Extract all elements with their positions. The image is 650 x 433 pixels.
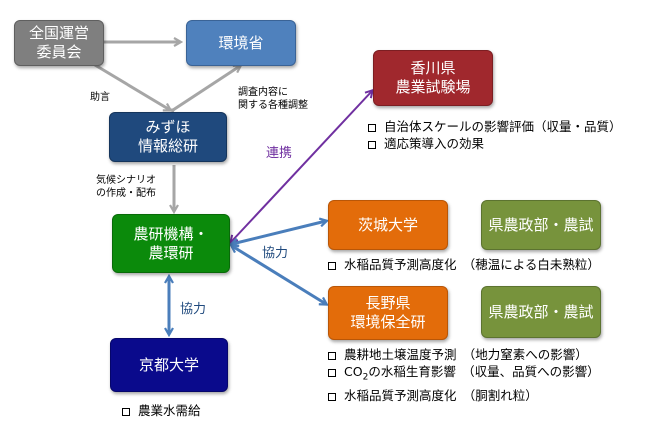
node-noken-line2: 農環研: [148, 243, 194, 262]
connector-zenkoku-mizuho: [89, 60, 170, 110]
label-kikou: 気候シナリオ の作成・配布: [96, 174, 156, 200]
node-nagano: 長野県 環境保全研: [328, 286, 448, 340]
bullet-item: 農耕地土壌温度予測 （地力窒素への影響）: [328, 346, 600, 363]
node-kankyosho: 環境省: [186, 20, 296, 66]
node-ken-nosei-1-label: 県農政部・農試: [488, 215, 594, 234]
node-noken-line1: 農研機構・: [133, 224, 209, 243]
bullet-item: 農業水需給: [122, 402, 201, 419]
checkbox-square-icon: [328, 352, 336, 360]
checkbox-square-icon: [122, 408, 130, 416]
bullet-item: 適応策導入の効果: [368, 135, 622, 152]
node-zenkoku: 全国運営 委員会: [14, 20, 104, 66]
node-ken-nosei-2: 県農政部・農試: [481, 286, 601, 338]
bullet-item: 水稲品質予測高度化 （胴割れ粒）: [328, 387, 600, 404]
label-kikou-line2: の作成・配布: [96, 188, 156, 199]
node-kyoto: 京都大学: [110, 338, 228, 392]
bullets-nagano: 農耕地土壌温度予測 （地力窒素への影響） CO2の水稲生育影響 （収量、品質への…: [328, 346, 600, 404]
bullets-kyoto: 農業水需給: [122, 402, 201, 419]
node-nagano-line2: 環境保全研: [350, 313, 426, 331]
bullet-item: CO2の水稲生育影響 （収量、品質への影響）: [328, 363, 600, 387]
node-kagawa-line1: 香川県: [410, 59, 456, 77]
label-kyoryoku-right: 協力: [262, 246, 289, 261]
connector-noken-kagawa: [231, 91, 372, 242]
bullets-ibaraki: 水稲品質予測高度化 （穂温による白未熟粒）: [328, 256, 600, 273]
label-renkei: 連携: [266, 146, 293, 161]
connector-noken-nagano: [232, 246, 326, 304]
node-ken-nosei-1: 県農政部・農試: [481, 200, 601, 250]
label-jogen: 助言: [90, 92, 110, 103]
node-mizuho-line2: 情報総研: [137, 137, 198, 155]
checkbox-square-icon: [328, 262, 336, 270]
checkbox-square-icon: [368, 124, 376, 132]
node-zenkoku-line2: 委員会: [36, 43, 82, 61]
node-kankyosho-label: 環境省: [218, 33, 264, 52]
node-zenkoku-line1: 全国運営: [28, 24, 89, 42]
label-chosa-line1: 調査内容に: [238, 87, 288, 98]
checkbox-square-icon: [368, 141, 376, 149]
bullet-item: 水稲品質予測高度化 （穂温による白未熟粒）: [328, 256, 600, 273]
node-kagawa: 香川県 農業試験場: [373, 50, 493, 106]
label-kikou-line1: 気候シナリオ: [96, 175, 156, 186]
label-kyoryoku-down: 協力: [180, 302, 207, 317]
node-noken: 農研機構・ 農環研: [112, 214, 230, 273]
node-mizuho: みずほ 情報総研: [109, 112, 227, 162]
connector-kankyosho-mizuho: [173, 66, 240, 110]
bullet-item: 自治体スケールの影響評価（収量・品質）: [368, 118, 622, 135]
node-kagawa-line2: 農業試験場: [395, 78, 471, 96]
label-chosa: 調査内容に 関する各種調整: [238, 86, 308, 112]
node-ken-nosei-2-label: 県農政部・農試: [488, 302, 594, 321]
node-nagano-line1: 長野県: [365, 294, 411, 312]
checkbox-square-icon: [328, 369, 336, 377]
node-mizuho-line1: みずほ: [145, 118, 191, 136]
node-kyoto-label: 京都大学: [138, 355, 199, 374]
label-chosa-line2: 関する各種調整: [238, 100, 308, 111]
connector-noken-ibaraki: [232, 221, 326, 244]
node-ibaraki-label: 茨城大学: [357, 215, 418, 234]
checkbox-square-icon: [328, 392, 336, 401]
bullets-kagawa: 自治体スケールの影響評価（収量・品質） 適応策導入の効果: [368, 118, 622, 152]
node-ibaraki: 茨城大学: [328, 200, 448, 250]
